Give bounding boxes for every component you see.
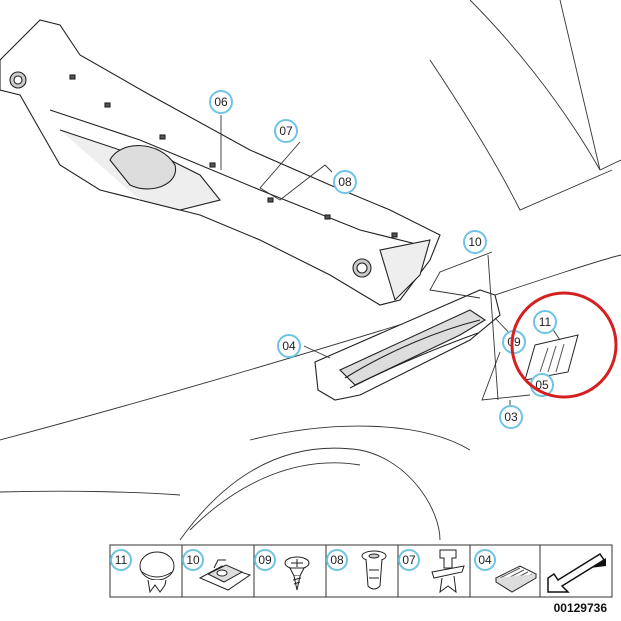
callout-11: 11 [533, 310, 557, 334]
highlight-circle [510, 291, 618, 399]
legend-item-04-number: 04 [478, 553, 492, 567]
vent-grille-icon [494, 565, 538, 593]
legend-item-10: 10 [182, 549, 252, 591]
callout-04: 04 [277, 334, 301, 358]
callout-08-label: 08 [338, 175, 352, 189]
callout-11-label: 11 [539, 315, 552, 329]
callout-04-label: 04 [282, 339, 296, 353]
arrow-box [539, 544, 613, 598]
legend-item-10-number: 10 [186, 553, 200, 567]
legend-item-11: 11 [110, 549, 175, 594]
legend-item-11-number: 11 [115, 553, 128, 567]
clip-nut-icon [198, 559, 252, 591]
legend-item-08: 08 [326, 549, 387, 590]
grommet-icon [361, 550, 387, 590]
callout-03-label: 03 [504, 410, 518, 424]
legend-item-07: 07 [398, 549, 465, 594]
callout-05-label: 05 [535, 378, 549, 392]
callout-06: 06 [209, 90, 233, 114]
callout-07-label: 07 [279, 124, 293, 138]
callout-06-label: 06 [214, 95, 228, 109]
callout-03: 03 [499, 405, 523, 429]
legend-item-07-number: 07 [402, 553, 416, 567]
side-vent-grille [314, 289, 501, 401]
callout-09-label: 09 [507, 335, 521, 349]
legend-strip [109, 544, 541, 598]
callout-10-label: 10 [468, 235, 482, 249]
clip-icon [431, 549, 465, 594]
callout-07: 07 [274, 119, 298, 143]
legend-item-09: 09 [254, 549, 310, 591]
callout-10: 10 [463, 230, 487, 254]
body-outline [0, 0, 621, 541]
push-rivet-icon [139, 551, 175, 594]
cowl-panel [0, 19, 441, 306]
m-badge [524, 334, 579, 381]
legend-item-08-number: 08 [330, 553, 344, 567]
arrow-down-left-icon [547, 552, 606, 593]
callout-08: 08 [333, 170, 357, 194]
screw-icon [284, 556, 310, 591]
diagram-number: 00129736 [554, 601, 608, 615]
legend-item-04: 04 [474, 549, 538, 593]
legend-item-09-number: 09 [258, 553, 272, 567]
